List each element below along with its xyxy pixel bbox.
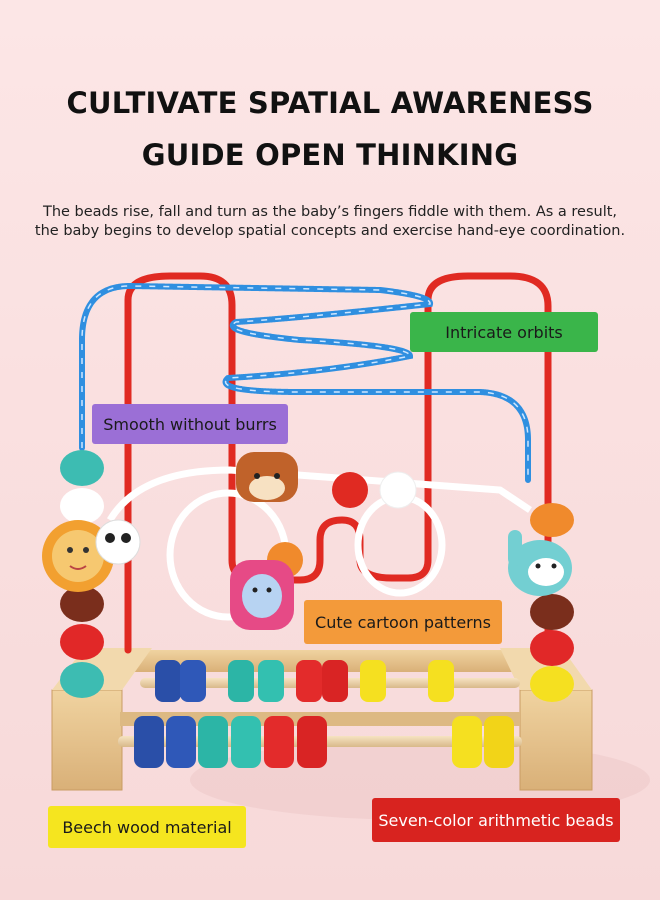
- headline-line-1: CULTIVATE SPATIAL AWARENESS: [66, 86, 594, 120]
- base-left-post: [51, 689, 123, 791]
- description-line-2: the baby begins to develop spatial conce…: [34, 223, 626, 239]
- tiger-piece: [236, 452, 298, 502]
- headline-line-2: GUIDE OPEN THINKING: [141, 138, 519, 172]
- bunny-piece: [508, 530, 572, 596]
- base-right-post: [519, 689, 593, 791]
- red-bead: [332, 472, 368, 508]
- description: The beads rise, fall and turn as the bab…: [30, 203, 630, 241]
- panda-piece: [95, 519, 141, 565]
- label-beech-wood-material: Beech wood material: [48, 806, 246, 848]
- abacus-beads-lower: [134, 716, 514, 768]
- label-seven-color-beads: Seven-color arithmetic beads: [372, 798, 620, 842]
- label-intricate-orbits: Intricate orbits: [410, 312, 598, 352]
- label-smooth-without-burrs: Smooth without burrs: [92, 404, 288, 444]
- blue-wire-highlight: [81, 285, 529, 480]
- abacus-beads-upper: [155, 660, 454, 702]
- right-bead-stack: [530, 503, 574, 702]
- description-line-1: The beads rise, fall and turn as the bab…: [42, 204, 618, 220]
- label-cute-cartoon-patterns: Cute cartoon patterns: [304, 600, 502, 644]
- elephant-piece: [230, 560, 294, 630]
- white-bead: [379, 471, 417, 509]
- left-bead-stack: [60, 450, 104, 698]
